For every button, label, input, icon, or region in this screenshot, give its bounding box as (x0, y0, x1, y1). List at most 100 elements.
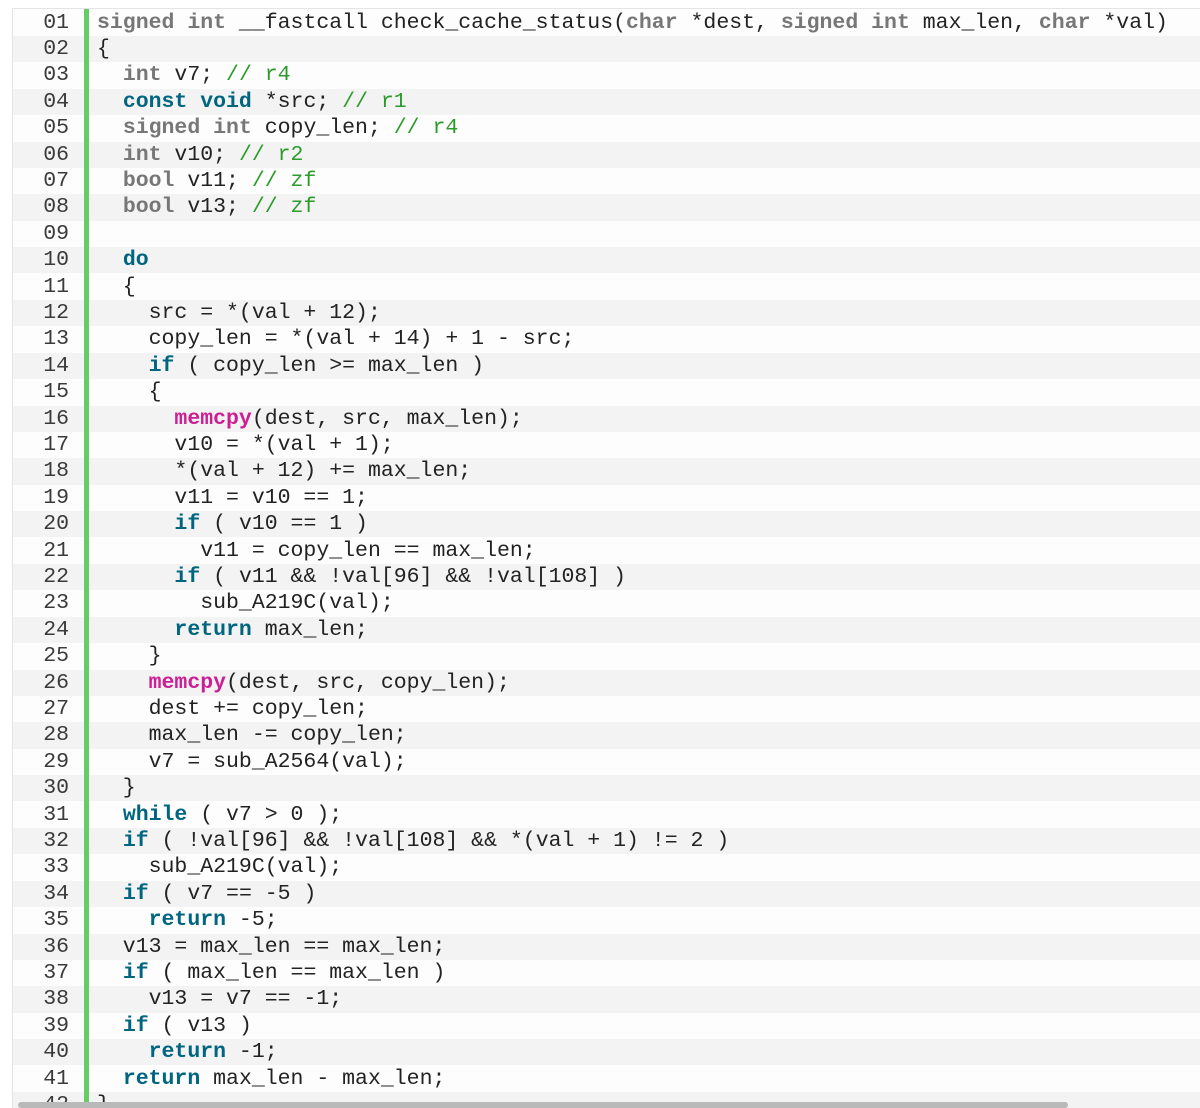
line-number: 30 (43, 776, 69, 801)
keyword-type: int (122, 63, 162, 88)
code-line: 26 memcpy(dest, src, copy_len); (13, 669, 1200, 696)
code-text: *src; (251, 89, 343, 114)
code-line: 10 do (13, 247, 1200, 274)
code-text: if ( !val[96] && !val[108] && *(val + 1)… (97, 828, 729, 854)
code-text (97, 116, 123, 140)
keyword-control: if (174, 512, 201, 537)
code-text: max_len, (909, 10, 1039, 35)
line-number: 39 (43, 1013, 69, 1038)
keyword-control: return (148, 908, 227, 933)
line-number: 38 (43, 987, 69, 1012)
code-text: v7 = sub_A2564(val); (97, 749, 407, 774)
comment: // r4 (393, 116, 459, 141)
line-number: 31 (43, 802, 69, 827)
keyword-control: return (122, 1066, 201, 1091)
code-text: if ( copy_len >= max_len ) (97, 353, 484, 379)
code-text (97, 63, 123, 87)
keyword-type: bool (122, 168, 175, 193)
line-number: 27 (43, 696, 69, 721)
code-line: 07 bool v11; // zf (13, 168, 1200, 194)
code-text: signed int __fastcall check_cache_status… (97, 10, 1168, 36)
line-number: 21 (43, 538, 69, 563)
code-text: v13 = v7 == -1; (97, 987, 343, 1012)
keyword-type: signed int (780, 10, 910, 35)
keyword-type: signed int (97, 10, 227, 35)
line-number: 11 (43, 274, 69, 299)
keyword-control: return (148, 1040, 227, 1065)
code-line: 22 if ( v11 && !val[96] && !val[108] ) (13, 563, 1200, 591)
code-text: ( v13 ) (148, 1013, 252, 1038)
code-text: v10 = *(val + 1); (97, 432, 393, 458)
keyword-control: if (174, 564, 201, 589)
code-text: v11; (174, 168, 252, 193)
code-text: return max_len - max_len; (97, 1066, 446, 1092)
code-line: 13 copy_len = *(val + 14) + 1 - src; (13, 326, 1200, 352)
code-text: src = *(val + 12); (97, 300, 381, 325)
code-text: { (97, 36, 110, 62)
line-number: 04 (43, 89, 69, 114)
code-line: 04 const void *src; // r1 (13, 88, 1200, 116)
code-text: signed int copy_len; // r4 (97, 115, 458, 141)
code-line: 29 v7 = sub_A2564(val); (13, 749, 1200, 775)
code-text: v7; (161, 63, 227, 88)
keyword-type: int (122, 142, 162, 167)
code-line: 15 { (13, 379, 1200, 405)
line-number: 02 (43, 36, 69, 61)
line-number: 09 (43, 221, 69, 246)
code-text: v11 = copy_len == max_len; (97, 538, 535, 564)
code-text: bool v11; // zf (97, 168, 317, 194)
code-text: dest += copy_len; (97, 696, 368, 721)
code-text: return max_len; (97, 617, 368, 643)
code-text: memcpy(dest, src, copy_len); (97, 670, 510, 696)
code-line: 39 if ( v13 ) (13, 1013, 1200, 1039)
code-text: max_len; (251, 617, 368, 642)
code-text: ( v7 > 0 ); (187, 802, 343, 827)
code-text: *val) (1090, 10, 1168, 35)
code-text (97, 143, 123, 167)
line-number: 32 (43, 828, 69, 853)
line-number: 03 (43, 63, 69, 88)
code-text: if ( v7 == -5 ) (97, 881, 317, 907)
line-number: 05 (43, 116, 69, 141)
code-text (97, 618, 174, 642)
code-text: copy_len = *(val + 14) + 1 - src; (97, 326, 575, 352)
line-number: 19 (43, 485, 69, 510)
code-text: copy_len = *(val + 14) + 1 - src; (97, 327, 575, 352)
code-text: ( copy_len >= max_len ) (174, 353, 485, 378)
code-line: 30 } (13, 775, 1200, 802)
code-text (97, 803, 123, 827)
code-line: 08 bool v13; // zf (13, 194, 1200, 221)
code-text: return -1; (97, 1039, 278, 1065)
code-line: 23 sub_A219C(val); (13, 590, 1200, 616)
code-line: 31 while ( v7 > 0 ); (13, 802, 1200, 828)
code-text: { (97, 380, 162, 405)
keyword-control: return (174, 617, 252, 642)
code-text: int v10; // r2 (97, 142, 304, 168)
gutter-change-bar (84, 9, 89, 1108)
code-text: v13 = max_len == max_len; (97, 934, 446, 960)
horizontal-scrollbar[interactable] (18, 1102, 1068, 1108)
code-line: 14 if ( copy_len >= max_len ) (13, 352, 1200, 380)
code-text (97, 354, 149, 378)
code-text (97, 1067, 123, 1091)
code-text: dest += copy_len; (97, 696, 368, 722)
code-text: sub_A219C(val); (97, 855, 343, 880)
code-text: if ( v11 && !val[96] && !val[108] ) (97, 564, 626, 590)
code-line: 21 v11 = copy_len == max_len; (13, 538, 1200, 564)
code-line: 20 if ( v10 == 1 ) (13, 511, 1200, 538)
code-text (97, 1014, 123, 1038)
code-text: v11 = v10 == 1; (97, 485, 368, 510)
line-number: 14 (43, 353, 69, 378)
code-text: } (97, 776, 136, 801)
line-number: 28 (43, 723, 69, 748)
code-text: { (97, 379, 162, 405)
code-text: v11 = v10 == 1; (97, 485, 368, 511)
code-text: ( v11 && !val[96] && !val[108] ) (200, 564, 627, 589)
code-text: v13 = v7 == -1; (97, 986, 343, 1012)
code-line: 02 { (13, 35, 1200, 63)
code-text: v13 = max_len == max_len; (97, 934, 446, 959)
code-line: 37 if ( max_len == max_len ) (13, 960, 1200, 986)
code-line: 06 int v10; // r2 (13, 141, 1200, 168)
code-text: { (97, 274, 136, 299)
